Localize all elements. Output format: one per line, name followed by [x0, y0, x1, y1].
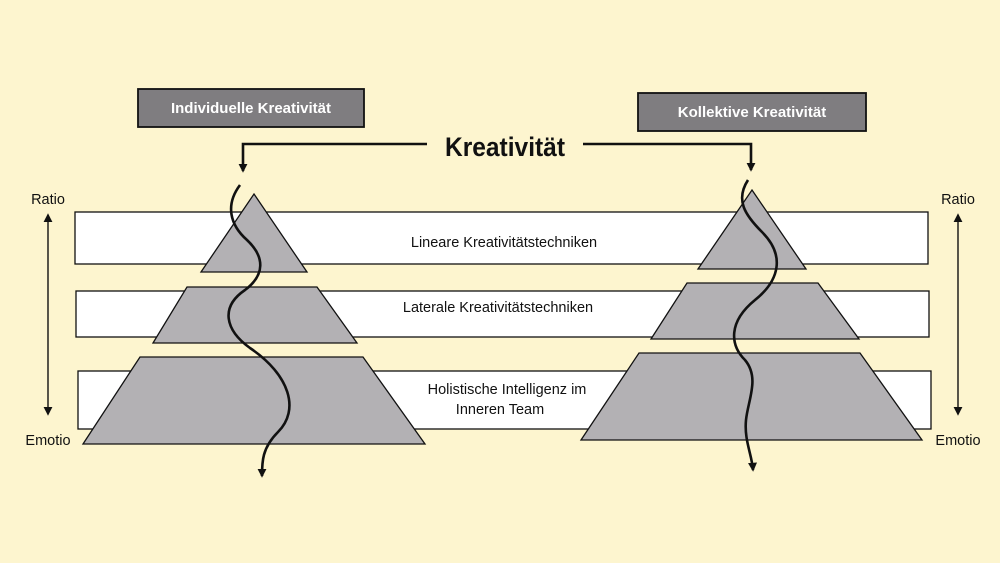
band-holistic-label-line-2: Inneren Team — [456, 402, 544, 418]
left-axis-bottom-label: Emotio — [25, 433, 70, 449]
left-header-label: Individuelle Kreativität — [171, 100, 331, 117]
right-axis-bottom-label: Emotio — [935, 433, 980, 449]
title-left-connector-arrow — [238, 142, 427, 173]
left-pyramid-tier-2 — [151, 286, 359, 344]
band-linear-label: Lineare Kreativitätstechniken — [411, 235, 597, 251]
band-holistic-label-line-1: Holistische Intelligenz im — [428, 382, 587, 398]
left-pyramid-tier-3 — [81, 356, 427, 445]
left-axis-top-label: Ratio — [31, 192, 65, 208]
right-wave-arrow — [732, 179, 778, 472]
diagram-title: Kreativität — [445, 132, 565, 162]
right-header-label: Kollektive Kreativität — [678, 104, 826, 121]
right-pyramid-tier-2 — [649, 282, 861, 340]
right-pyramid-tier-1 — [696, 188, 808, 270]
left-wave-arrow — [227, 184, 291, 478]
title-right-connector-arrow — [583, 142, 756, 172]
left-header-box — [137, 88, 365, 128]
right-header-box — [637, 92, 867, 132]
left-pyramid-tier-1 — [199, 192, 309, 273]
right-axis-top-label: Ratio — [941, 192, 975, 208]
band-lateral-label: Laterale Kreativitätstechniken — [403, 300, 593, 316]
